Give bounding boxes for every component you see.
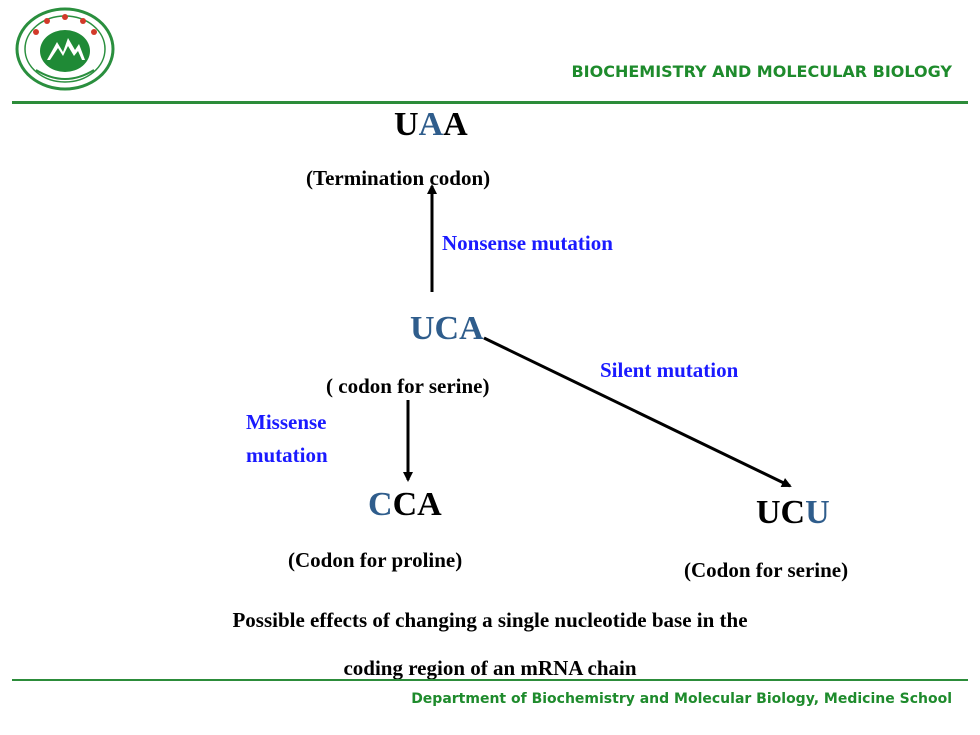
missense-label-line1: Missense <box>246 410 327 434</box>
serine-codon-note: ( codon for serine) <box>326 374 490 398</box>
proline-codon-note: (Codon for proline) <box>288 548 463 572</box>
header-divider <box>12 101 968 104</box>
footer-department: Department of Biochemistry and Molecular… <box>411 691 952 707</box>
codon-uaa-changed-base: A <box>418 106 444 143</box>
missense-label-line2: mutation <box>246 443 328 467</box>
caption-line2: coding region of an mRNA chain <box>343 656 637 680</box>
header-title: BIOCHEMISTRY AND MOLECULAR BIOLOGY <box>571 62 952 81</box>
codon-ucu-rest: UC <box>756 494 806 531</box>
termination-codon-note: (Termination codon) <box>306 166 491 190</box>
codon-uaa: UAA <box>394 106 468 144</box>
nonsense-mutation-label: Nonsense mutation <box>442 231 613 255</box>
caption-line1: Possible effects of changing a single nu… <box>232 608 748 632</box>
codon-ucu-changed-base: U <box>805 494 830 531</box>
codon-cca-changed-base: C <box>368 486 393 523</box>
serine-codon-note-2: (Codon for serine) <box>684 558 849 582</box>
silent-mutation-label: Silent mutation <box>600 358 739 382</box>
codon-uca: UCA <box>410 310 484 347</box>
codon-ucu: UCU <box>756 494 830 532</box>
codon-uaa-u: U <box>394 106 419 143</box>
university-seal-icon <box>15 7 115 91</box>
codon-uaa-a: A <box>443 106 468 143</box>
codon-cca: CCA <box>368 486 442 524</box>
codon-cca-rest: CA <box>392 486 442 523</box>
footer-divider <box>12 679 968 681</box>
